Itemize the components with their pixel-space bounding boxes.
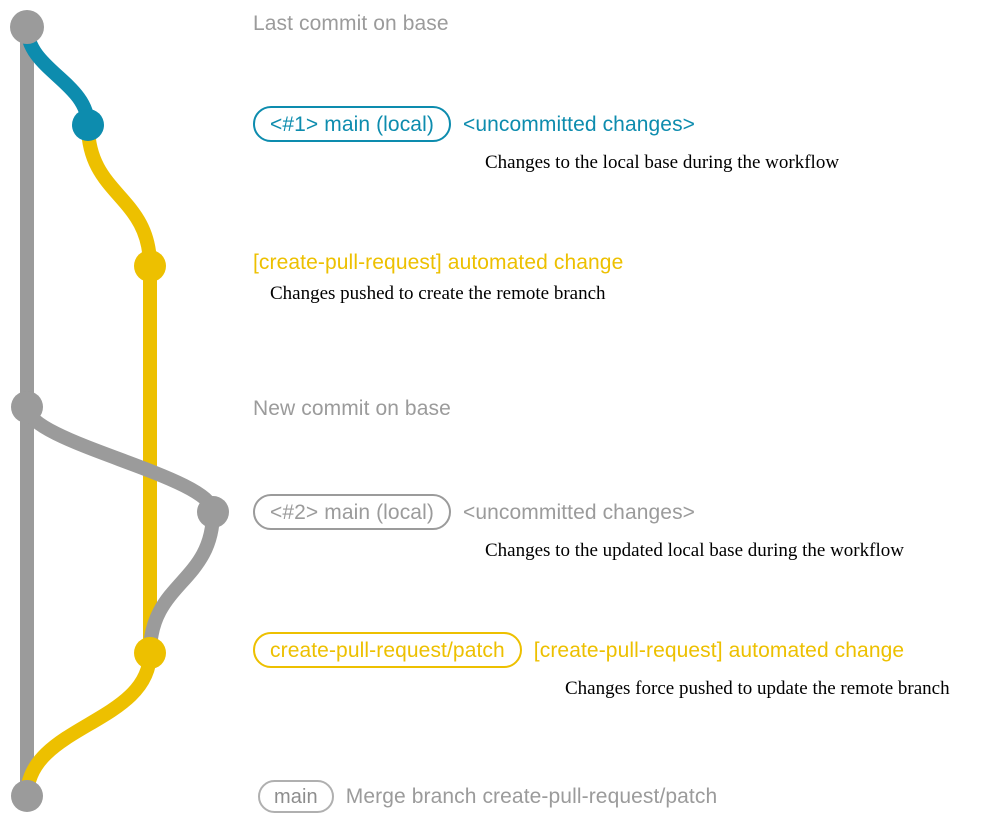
branch-pill-local-2[interactable]: <#2> main (local): [253, 494, 451, 530]
edge-local-1-to-remote-1: [81, 118, 157, 273]
edge-local-2-to-remote-2: [143, 505, 220, 660]
node-remote-commit-1: [134, 250, 166, 282]
node-merge-commit: [11, 780, 43, 812]
annotation-row: main Merge branch create-pull-request/pa…: [258, 780, 717, 813]
commit-message-local-1: <uncommitted changes>: [462, 112, 696, 136]
annotation-new-commit-on-base: New commit on base: [253, 398, 451, 419]
commit-message-local-2: <uncommitted changes>: [462, 500, 696, 524]
commit-message-merge: Merge branch create-pull-request/patch: [345, 784, 718, 808]
commit-description-local-2: Changes to the updated local base during…: [485, 540, 904, 561]
commit-description-local-1: Changes to the local base during the wor…: [485, 152, 840, 173]
annotation-row: <#2> main (local) <uncommitted changes>: [253, 494, 904, 530]
commit-message-new-commit-on-base: New commit on base: [253, 397, 451, 420]
annotation-row: <#1> main (local) <uncommitted changes>: [253, 106, 839, 142]
commit-description-automated-1: Changes pushed to create the remote bran…: [270, 283, 606, 304]
branch-pill-main[interactable]: main: [258, 780, 334, 813]
annotation-merge-commit: main Merge branch create-pull-request/pa…: [258, 780, 717, 813]
node-base-head: [10, 10, 44, 44]
node-local-commit-1: [72, 109, 104, 141]
annotation-last-commit-on-base: Last commit on base: [253, 13, 449, 34]
node-base-new: [11, 391, 43, 423]
commit-message-automated-1: [create-pull-request] automated change: [253, 251, 624, 274]
annotation-automated-change-1: [create-pull-request] automated change C…: [253, 252, 623, 303]
commit-message-automated-2: [create-pull-request] automated change: [533, 638, 905, 662]
annotation-row: create-pull-request/patch [create-pull-r…: [253, 632, 950, 668]
branch-pill-create-pull-request-patch[interactable]: create-pull-request/patch: [253, 632, 522, 668]
edge-base-to-local-2: [20, 400, 220, 519]
annotation-automated-change-2: create-pull-request/patch [create-pull-r…: [253, 632, 950, 698]
annotation-row: [create-pull-request] automated change: [253, 252, 623, 273]
commit-description-automated-2: Changes force pushed to update the remot…: [565, 678, 950, 699]
annotation-row: New commit on base: [253, 398, 451, 419]
commit-message-last-commit-on-base: Last commit on base: [253, 12, 449, 35]
branch-pill-local-1[interactable]: <#1> main (local): [253, 106, 451, 142]
edge-remote-2-to-merge: [20, 646, 157, 803]
annotation-row: Last commit on base: [253, 13, 449, 34]
annotation-local-branch-2: <#2> main (local) <uncommitted changes> …: [253, 494, 904, 560]
node-remote-commit-2: [134, 637, 166, 669]
annotation-local-branch-1: <#1> main (local) <uncommitted changes> …: [253, 106, 839, 172]
node-local-commit-2: [197, 496, 229, 528]
graph-nodes: [10, 10, 229, 812]
